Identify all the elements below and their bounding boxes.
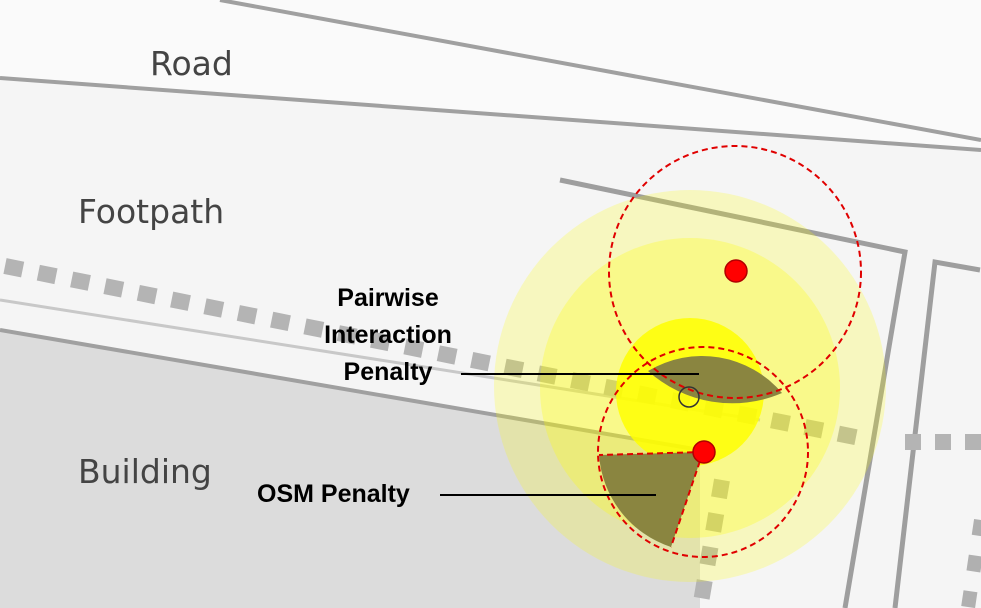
road-edge-upper xyxy=(219,0,981,142)
block-corner-line-2 xyxy=(892,259,981,608)
footpath-label: Footpath xyxy=(78,192,225,231)
pairwise-label-line-3: Penalty xyxy=(343,358,433,386)
pairwise-label-line-1: Pairwise xyxy=(337,284,439,312)
footpath-dashes-vertical xyxy=(692,478,730,608)
building-edge xyxy=(0,328,701,452)
pairwise-penalty-label: Pairwise Interaction Penalty xyxy=(300,280,476,391)
pairwise-label-line-2: Interaction xyxy=(324,321,452,349)
road-label: Road xyxy=(150,44,233,83)
block-edge-dashes xyxy=(961,518,981,608)
osm-penalty-wedge xyxy=(599,452,703,547)
agent-b-marker xyxy=(692,440,716,464)
agent-a-radius xyxy=(608,145,862,399)
agent-b-radius xyxy=(597,346,809,558)
agent-a-marker xyxy=(724,259,748,283)
building-label: Building xyxy=(78,452,212,491)
road-edge-lower xyxy=(0,76,981,152)
reference-point xyxy=(678,386,700,408)
road-surface xyxy=(0,0,981,150)
osm-penalty-label: OSM Penalty xyxy=(257,480,410,508)
osm-wedge-boundary xyxy=(598,451,704,548)
building-block xyxy=(0,330,700,608)
block-corner-line xyxy=(559,177,908,608)
